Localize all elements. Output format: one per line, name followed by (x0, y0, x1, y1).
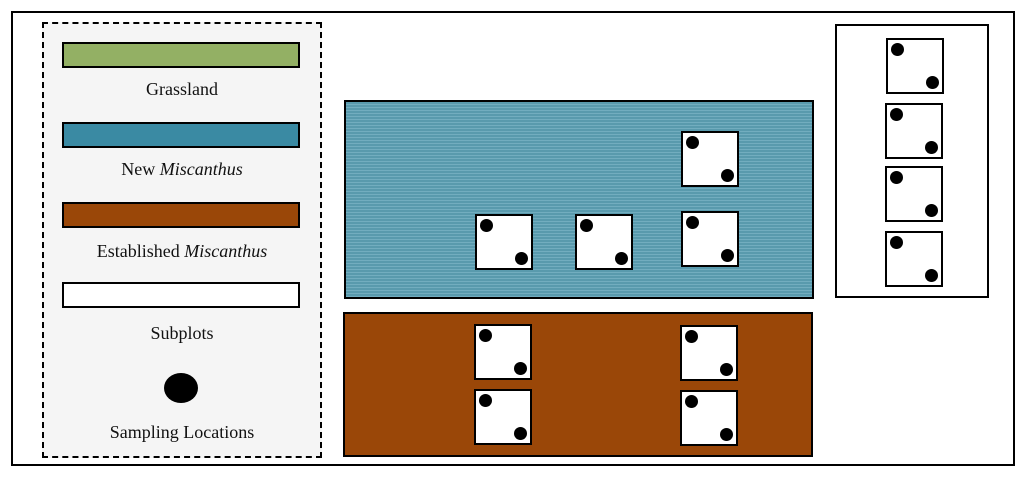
subplot (680, 390, 738, 446)
grassland-swatch (62, 42, 300, 68)
sampling-location-dot (925, 269, 938, 282)
subplot (885, 166, 943, 222)
sampling-location-dot (479, 394, 492, 407)
sampling-location-dot (580, 219, 593, 232)
sampling-location-dot (890, 171, 903, 184)
new-miscanthus-swatch (62, 122, 300, 148)
sampling-location-dot (686, 136, 699, 149)
new-miscanthus-label: New Miscanthus (121, 159, 243, 179)
sampling-location-dot (890, 108, 903, 121)
established-miscanthus-plot (343, 312, 813, 457)
subplot (681, 211, 739, 267)
established-miscanthus-label: Established Miscanthus (96, 241, 268, 261)
subplot (475, 214, 533, 270)
sampling-location-dot (721, 169, 734, 182)
sampling-location-dot (926, 76, 939, 89)
sampling-location-dot (514, 362, 527, 375)
grassland-label: Grassland (146, 79, 218, 99)
subplot (474, 389, 532, 445)
sampling-location-dot (615, 252, 628, 265)
sampling-location-dot (685, 330, 698, 343)
subplot (681, 131, 739, 187)
subplots-label: Subplots (150, 323, 214, 343)
subplot (575, 214, 633, 270)
sampling-location-dot (720, 363, 733, 376)
legend: Grassland New Miscanthus Established Mis… (42, 22, 322, 458)
subplot (886, 38, 944, 94)
sampling-location-dot (720, 428, 733, 441)
subplot (885, 103, 943, 159)
sampling-location-dot (515, 252, 528, 265)
sampling-location-symbol (164, 373, 198, 403)
sampling-location-dot (891, 43, 904, 56)
sampling-location-dot (479, 329, 492, 342)
sampling-location-dot (925, 141, 938, 154)
subplot (474, 324, 532, 380)
sampling-location-dot (685, 395, 698, 408)
sampling-location-dot (721, 249, 734, 262)
sampling-location-dot (890, 236, 903, 249)
figure-frame (11, 11, 1015, 466)
sampling-location-dot (514, 427, 527, 440)
sampling-location-dot (925, 204, 938, 217)
sampling-location-dot (480, 219, 493, 232)
subplot-swatch (62, 282, 300, 308)
subplot (680, 325, 738, 381)
sampling-locations-label: Sampling Locations (109, 422, 255, 442)
sampling-location-dot (686, 216, 699, 229)
established-miscanthus-swatch (62, 202, 300, 228)
subplot (885, 231, 943, 287)
